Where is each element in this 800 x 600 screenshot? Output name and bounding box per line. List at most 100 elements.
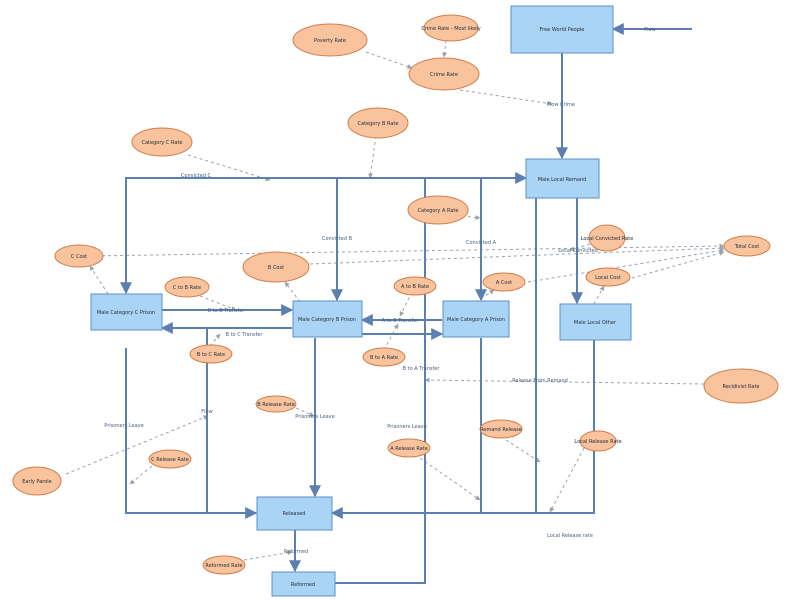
flow-label-prisoners-leave-a: Prisoners Leave bbox=[387, 424, 426, 430]
aux-total-cost[interactable]: Total Cost bbox=[723, 235, 771, 257]
node-label: Category C Rate bbox=[142, 140, 183, 146]
stock-male-local-remand[interactable]: Male Local Remand bbox=[525, 158, 600, 199]
recidivist-line bbox=[335, 172, 528, 584]
stock-male-category-a-prison[interactable]: Male Category A Prison bbox=[442, 300, 510, 338]
node-label: Category A Rate bbox=[418, 208, 459, 214]
node-label: Remand Release bbox=[480, 427, 522, 433]
node-label: Local Release Rate bbox=[574, 439, 621, 445]
node-shape bbox=[423, 14, 479, 42]
aux-crime-rate-most-likely[interactable]: Crime Rate - Most likely bbox=[421, 14, 481, 42]
flow-label-parole: Flow bbox=[201, 409, 212, 415]
node-shape bbox=[393, 276, 437, 296]
flow-label-c-to-b: C to B Transfer bbox=[208, 308, 246, 314]
aux-recidivist-rate[interactable]: Recidivist Rate bbox=[703, 368, 779, 404]
stock-male-category-b-prison[interactable]: Male Category B Prison bbox=[292, 300, 363, 338]
link-crelease bbox=[129, 465, 153, 485]
aux-b-to-c-rate[interactable]: B to C Rate bbox=[189, 344, 233, 364]
node-label: Male Category B Prison bbox=[298, 317, 356, 323]
node-shape bbox=[131, 127, 193, 157]
link-remand-release bbox=[505, 439, 541, 463]
aux-reformed-rate[interactable]: Reformed Rate bbox=[202, 555, 246, 575]
flow-label-reformed: Reformed bbox=[284, 549, 308, 555]
node-shape bbox=[271, 571, 336, 597]
link-local-release bbox=[549, 447, 585, 513]
aux-b-release-rate[interactable]: B Release Rate bbox=[255, 395, 297, 413]
aux-c-to-b-rate[interactable]: C to B Rate bbox=[164, 276, 210, 298]
node-label: Free World People bbox=[540, 27, 585, 33]
aux-c-release-rate[interactable]: C Release Rate bbox=[148, 449, 192, 469]
node-shape bbox=[202, 555, 246, 575]
stock-male-category-c-prison[interactable]: Male Category C Prison bbox=[90, 293, 163, 331]
stock-released[interactable]: Released bbox=[256, 496, 333, 531]
node-shape bbox=[407, 195, 469, 225]
aux-category-a-rate[interactable]: Category A Rate bbox=[407, 195, 469, 225]
node-shape bbox=[242, 251, 310, 283]
link-atob-rate bbox=[399, 291, 413, 317]
link-localcost-total bbox=[631, 250, 725, 279]
aux-category-c-rate[interactable]: Category C Rate bbox=[131, 127, 193, 157]
aux-a-release-rate[interactable]: A Release Rate bbox=[387, 438, 431, 458]
aux-category-b-rate[interactable]: Category B Rate bbox=[347, 107, 409, 139]
node-shape bbox=[585, 267, 631, 287]
node-shape bbox=[525, 158, 600, 199]
node-label: B Cost bbox=[268, 265, 284, 271]
flow-label-release-remand: Release From Remand bbox=[512, 378, 568, 384]
node-shape bbox=[148, 449, 192, 469]
flow-label-crime: Flow Crime bbox=[547, 102, 575, 108]
aux-remand-release[interactable]: Remand Release bbox=[479, 419, 523, 439]
node-label: Crime Rate - Most likely bbox=[421, 26, 480, 32]
link-early-parole bbox=[65, 415, 209, 475]
flow-label-b-to-a: B to A Transfer bbox=[403, 366, 441, 372]
link-catb-to-bcost bbox=[284, 281, 301, 303]
node-shape bbox=[387, 438, 431, 458]
node-shape bbox=[588, 224, 626, 252]
node-label: C Release Rate bbox=[151, 457, 189, 463]
node-shape bbox=[442, 300, 510, 338]
aux-b-cost[interactable]: B Cost bbox=[242, 251, 310, 283]
flow-label-a-to-b: A to B Transfer bbox=[382, 318, 420, 324]
link-crime-likely-to-crime bbox=[442, 39, 448, 58]
node-label: Male Category C Prison bbox=[97, 310, 155, 316]
node-label: B to A Rate bbox=[370, 355, 398, 361]
link-btoc-rate bbox=[209, 333, 221, 347]
node-shape bbox=[482, 272, 526, 292]
node-shape bbox=[292, 300, 363, 338]
link-arelease bbox=[419, 457, 481, 501]
aux-early-parole[interactable]: Early Parole bbox=[12, 466, 62, 496]
aux-c-cost[interactable]: C Cost bbox=[54, 244, 104, 268]
node-shape bbox=[479, 419, 523, 439]
node-label: Total Cost bbox=[734, 244, 759, 250]
aux-local-convicted-rate[interactable]: Local Convicted Rate bbox=[581, 224, 634, 252]
flow-label-convicted-b: Convicted B bbox=[322, 236, 353, 242]
node-label: Released bbox=[283, 511, 306, 517]
aux-a-cost[interactable]: A Cost bbox=[482, 272, 526, 292]
link-crime-to-flow bbox=[459, 89, 553, 106]
aux-crime-rate[interactable]: Crime Rate bbox=[408, 57, 480, 91]
link-local-to-localcost bbox=[593, 285, 605, 305]
flow-label-convicted-a: Convicted A bbox=[466, 240, 497, 246]
link-ccost-total bbox=[89, 243, 725, 257]
node-shape bbox=[292, 23, 368, 57]
stock-free-world-people[interactable]: Free World People bbox=[510, 5, 614, 54]
node-shape bbox=[347, 107, 409, 139]
node-label: Recidivist Rate bbox=[723, 384, 760, 390]
link-bcost-total bbox=[309, 245, 725, 265]
flow-label-prisoners-leave-c: Prisoners Leave bbox=[104, 423, 143, 429]
link-btoa-rate bbox=[383, 323, 399, 351]
aux-local-release-rate[interactable]: Local Release Rate bbox=[574, 430, 622, 452]
stock-reformed[interactable]: Reformed bbox=[271, 571, 336, 597]
link-poverty-to-crime bbox=[365, 51, 413, 69]
prisoners-leave-c-line bbox=[125, 348, 258, 519]
stock-male-local-other[interactable]: Male Local Other bbox=[559, 303, 632, 341]
local-release-line bbox=[481, 340, 595, 514]
node-shape bbox=[703, 368, 779, 404]
aux-local-cost[interactable]: Local Cost bbox=[585, 267, 631, 287]
aux-b-to-a-rate[interactable]: B to A Rate bbox=[362, 347, 406, 367]
aux-poverty-rate[interactable]: Poverty Rate bbox=[292, 23, 368, 57]
node-shape bbox=[90, 293, 163, 331]
aux-a-to-b-rate[interactable]: A to B Rate bbox=[393, 276, 437, 296]
node-shape bbox=[723, 235, 771, 257]
node-label: A Cost bbox=[496, 280, 512, 286]
node-shape bbox=[579, 430, 617, 452]
